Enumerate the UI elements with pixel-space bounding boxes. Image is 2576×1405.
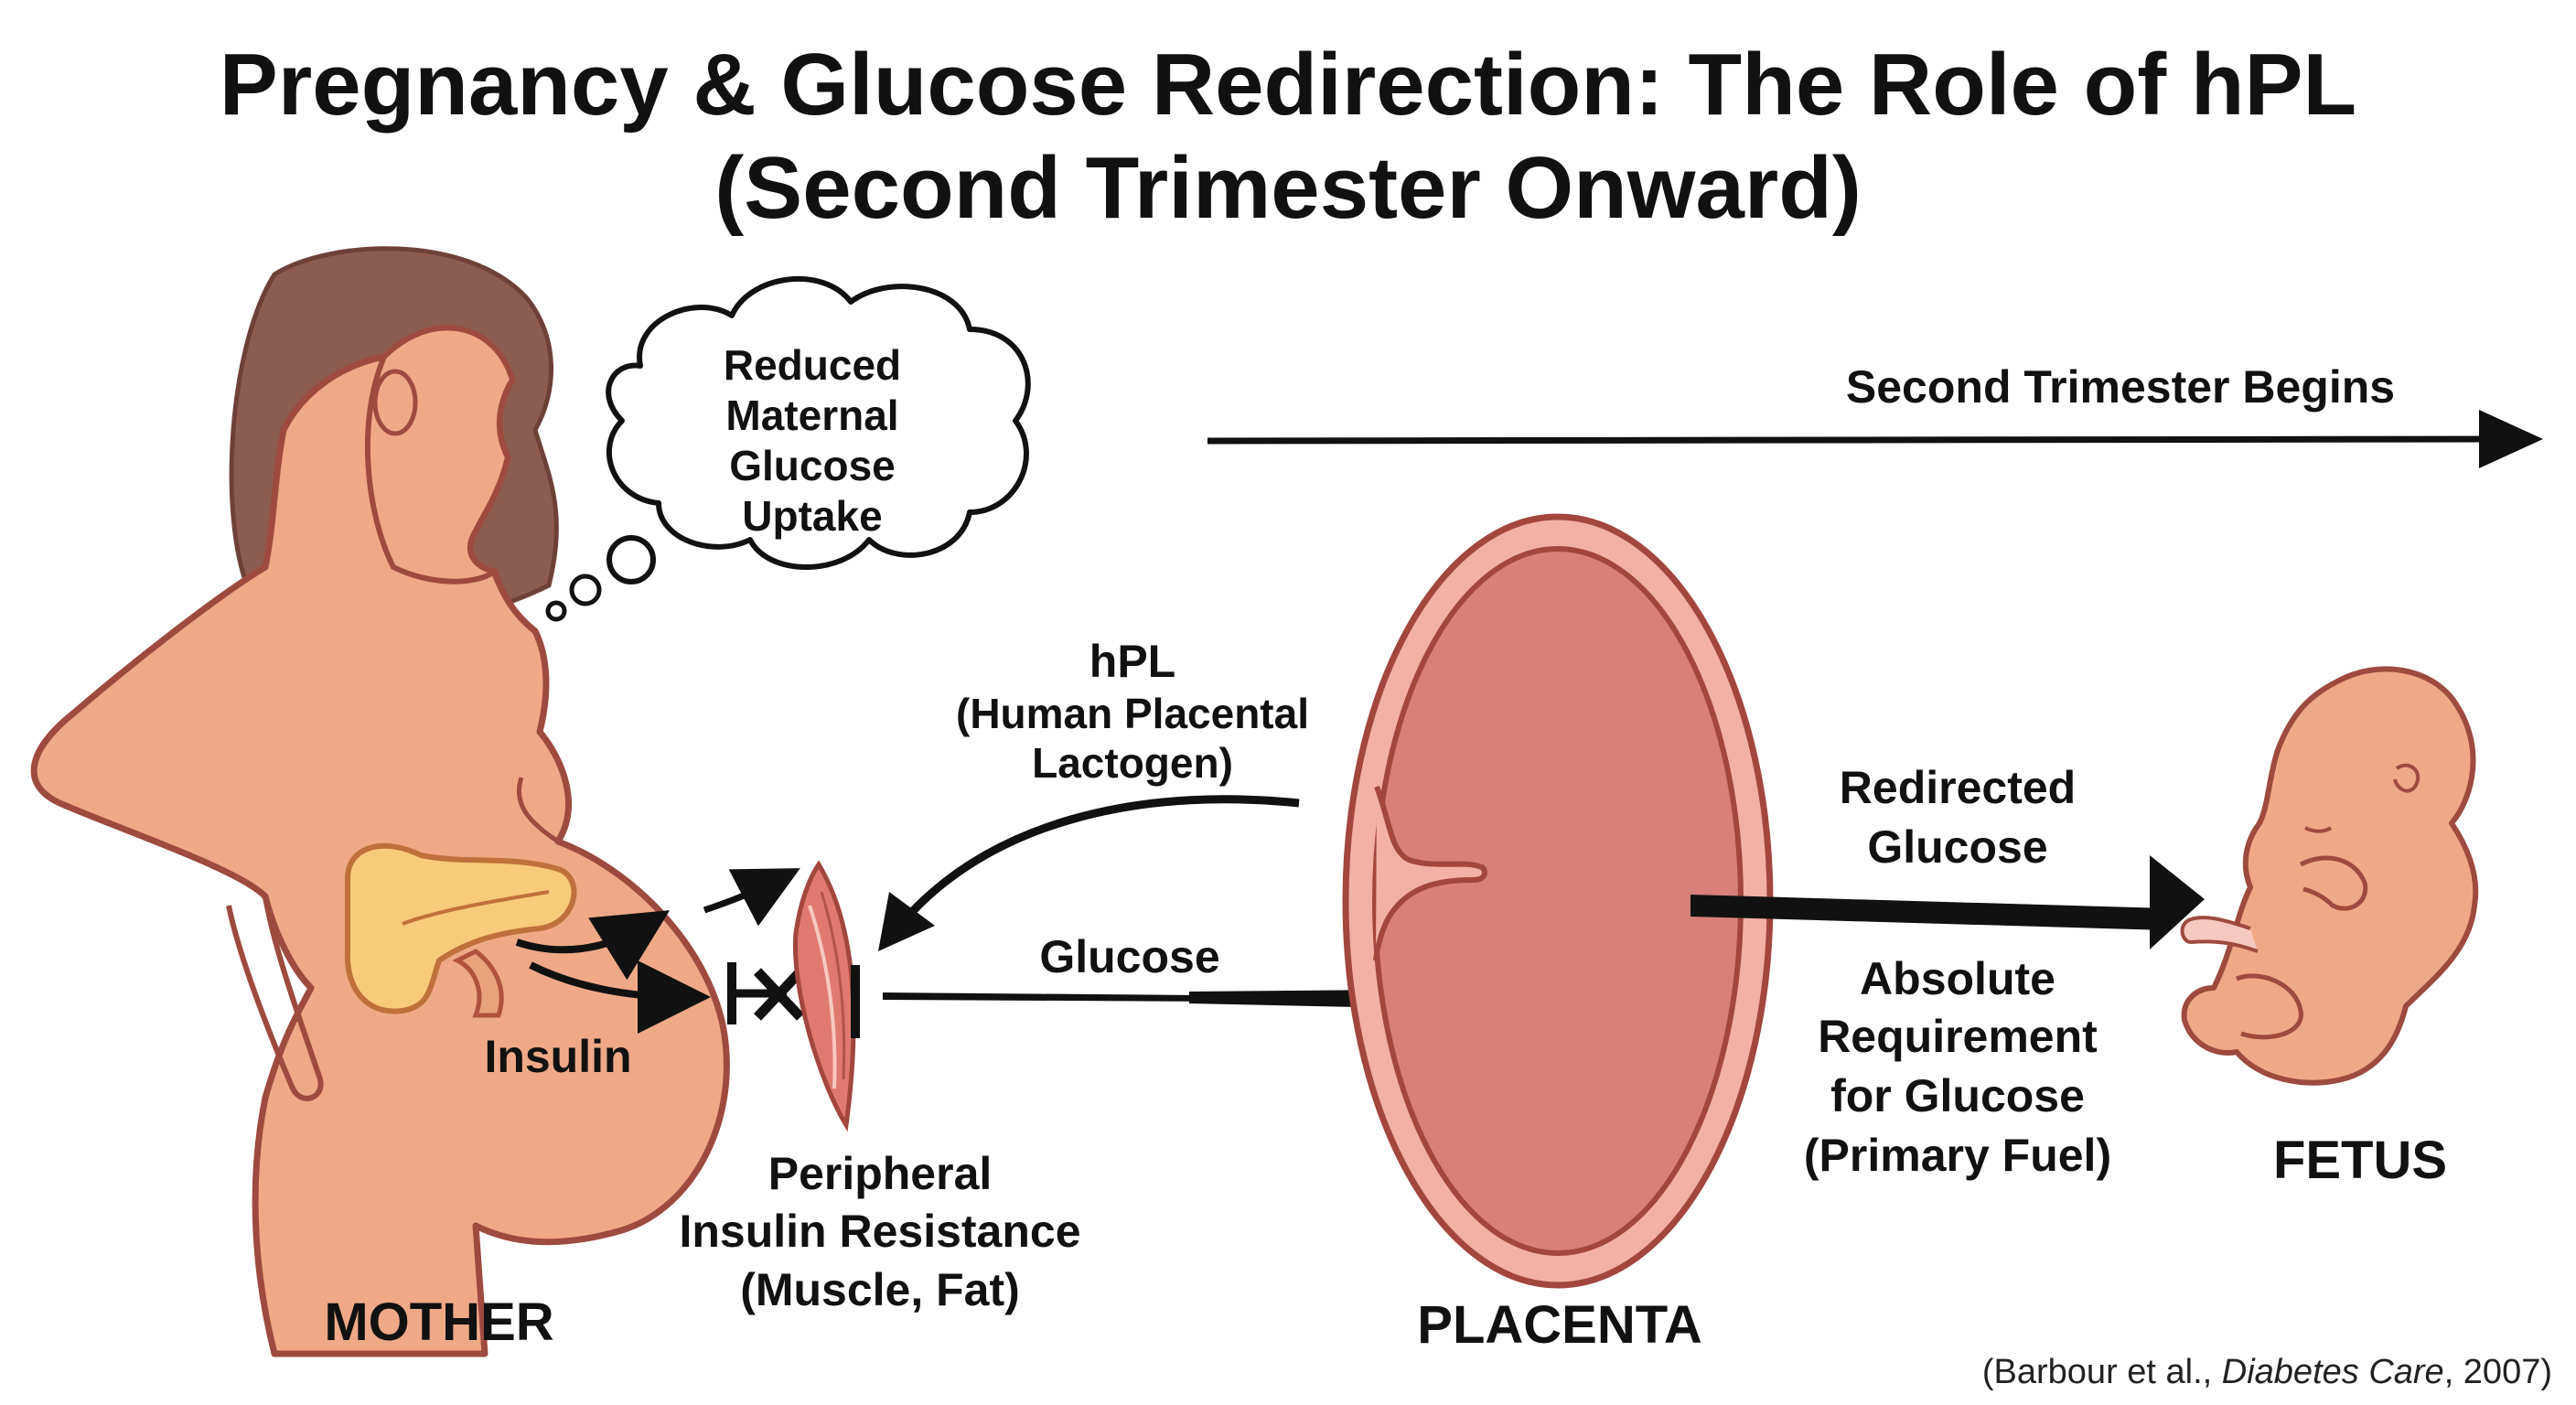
- peripheral-line-1: Peripheral: [768, 1148, 993, 1199]
- redirected-line-2: Glucose: [1867, 821, 2047, 873]
- placenta-caption: PLACENTA: [1417, 1295, 1701, 1355]
- pancreas-icon: [344, 842, 577, 1018]
- insulin-arrow-muscle: [703, 868, 800, 927]
- thought-line-3: Glucose: [729, 442, 896, 489]
- redirected-arrow-head: [2150, 855, 2205, 949]
- peripheral-line-3: (Muscle, Fat): [740, 1264, 1020, 1315]
- title-line-2: (Second Trimester Onward): [714, 139, 1862, 237]
- mother-arm: [226, 896, 324, 1101]
- timeline-arrow-head: [2479, 410, 2543, 468]
- fetus-figure: [2180, 666, 2479, 1086]
- title-line-1: Pregnancy & Glucose Redirection: The Rol…: [220, 36, 2356, 134]
- fetus-caption: FETUS: [2273, 1131, 2447, 1190]
- requirement-line-1: Absolute: [1860, 953, 2055, 1004]
- muscle-icon: [792, 860, 856, 1132]
- redirected-arrow-shaft: [1690, 895, 2168, 930]
- thought-line-1: Reduced: [724, 341, 901, 389]
- block-x-icon: [727, 962, 805, 1024]
- requirement-line-4: (Primary Fuel): [1804, 1130, 2111, 1181]
- hpl-arrow-head: [878, 892, 935, 951]
- peripheral-line-2: Insulin Resistance: [679, 1206, 1080, 1257]
- insulin-arrow-upper: [515, 910, 671, 981]
- mother-breast: [516, 777, 560, 844]
- citation-suffix: , 2007): [2444, 1353, 2552, 1391]
- mother-caption: MOTHER: [324, 1292, 553, 1352]
- insulin-label: Insulin: [484, 1031, 631, 1082]
- thought-line-4: Uptake: [742, 492, 882, 540]
- hpl-arrow: [897, 795, 1300, 927]
- insulin-arrow-lower: [529, 960, 711, 1034]
- requirement-line-3: for Glucose: [1830, 1070, 2085, 1121]
- citation-journal: Diabetes Care: [2222, 1353, 2444, 1391]
- mother-ear: [372, 369, 418, 436]
- redirected-line-1: Redirected: [1840, 762, 2076, 813]
- timeline-arrow-shaft: [1207, 435, 2498, 445]
- hpl-line-1: hPL: [1089, 636, 1175, 687]
- citation: (Barbour et al., Diabetes Care, 2007): [1982, 1353, 2552, 1391]
- timeline-label: Second Trimester Begins: [1846, 361, 2395, 413]
- citation-prefix: (Barbour et al.,: [1982, 1353, 2222, 1391]
- glucose-arrow-shaft-thick: [1189, 990, 1400, 1008]
- placenta-figure: [1342, 513, 1774, 1289]
- hpl-line-3: Lactogen): [1032, 739, 1233, 787]
- thought-line-2: Maternal: [725, 391, 898, 439]
- hpl-line-2: (Human Placental: [956, 690, 1309, 737]
- thought-cloud-icon: [545, 275, 1031, 622]
- requirement-line-2: Requirement: [1818, 1011, 2098, 1062]
- glucose-label: Glucose: [1039, 931, 1219, 982]
